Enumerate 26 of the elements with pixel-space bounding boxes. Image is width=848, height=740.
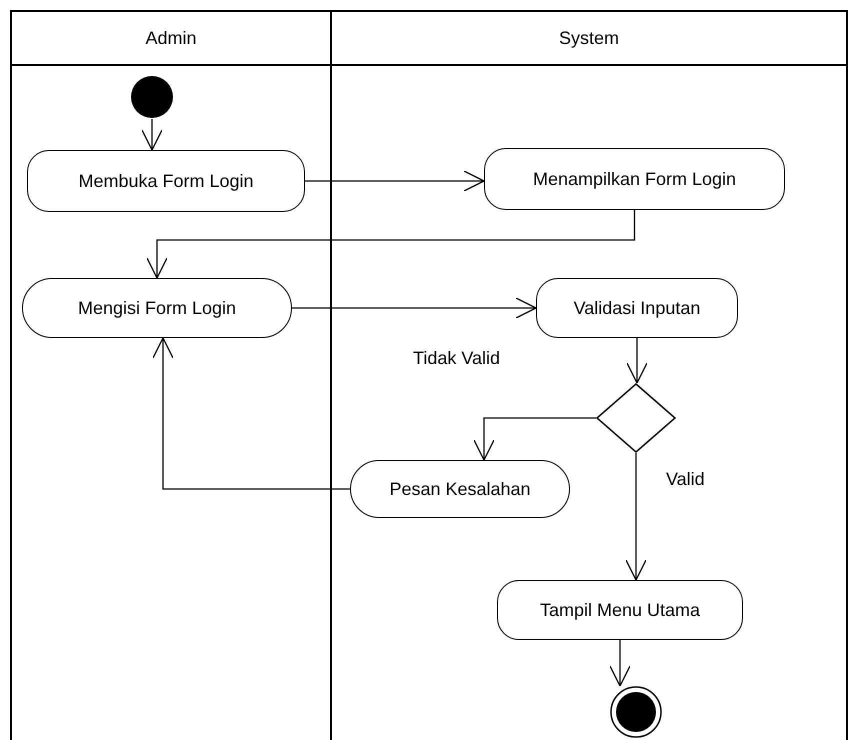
control-flow-arrow (609, 640, 631, 687)
swimlane (10, 10, 332, 740)
control-flow-arrow (626, 338, 648, 384)
final-node (610, 686, 662, 738)
control-flow-arrow (625, 453, 647, 581)
activity-label: Membuka Form Login (78, 170, 254, 192)
control-flow-arrow (305, 170, 485, 192)
activity-box (536, 278, 738, 338)
activity-box (27, 150, 305, 212)
activity-label: Pesan Kesalahan (389, 478, 531, 500)
swimlane (330, 10, 848, 740)
activity-label: Validasi Inputan (574, 298, 700, 318)
control-flow-arrow (473, 417, 596, 461)
decision-diamond (596, 383, 676, 453)
activity-label: Mengisi Form Login (78, 298, 236, 318)
control-flow-arrow (152, 337, 350, 490)
activity-box (484, 148, 785, 210)
initial-node (130, 75, 174, 119)
control-flow-arrow (292, 297, 537, 319)
activity-label: Tampil Menu Utama (540, 600, 700, 620)
activity-box (497, 580, 743, 640)
lane-title: System (558, 28, 619, 48)
control-flow-arrow (146, 210, 636, 279)
lane-title: Admin (145, 28, 197, 48)
activity-label: Menampilkan Form Login (532, 168, 736, 190)
control-flow-arrow (141, 119, 163, 151)
